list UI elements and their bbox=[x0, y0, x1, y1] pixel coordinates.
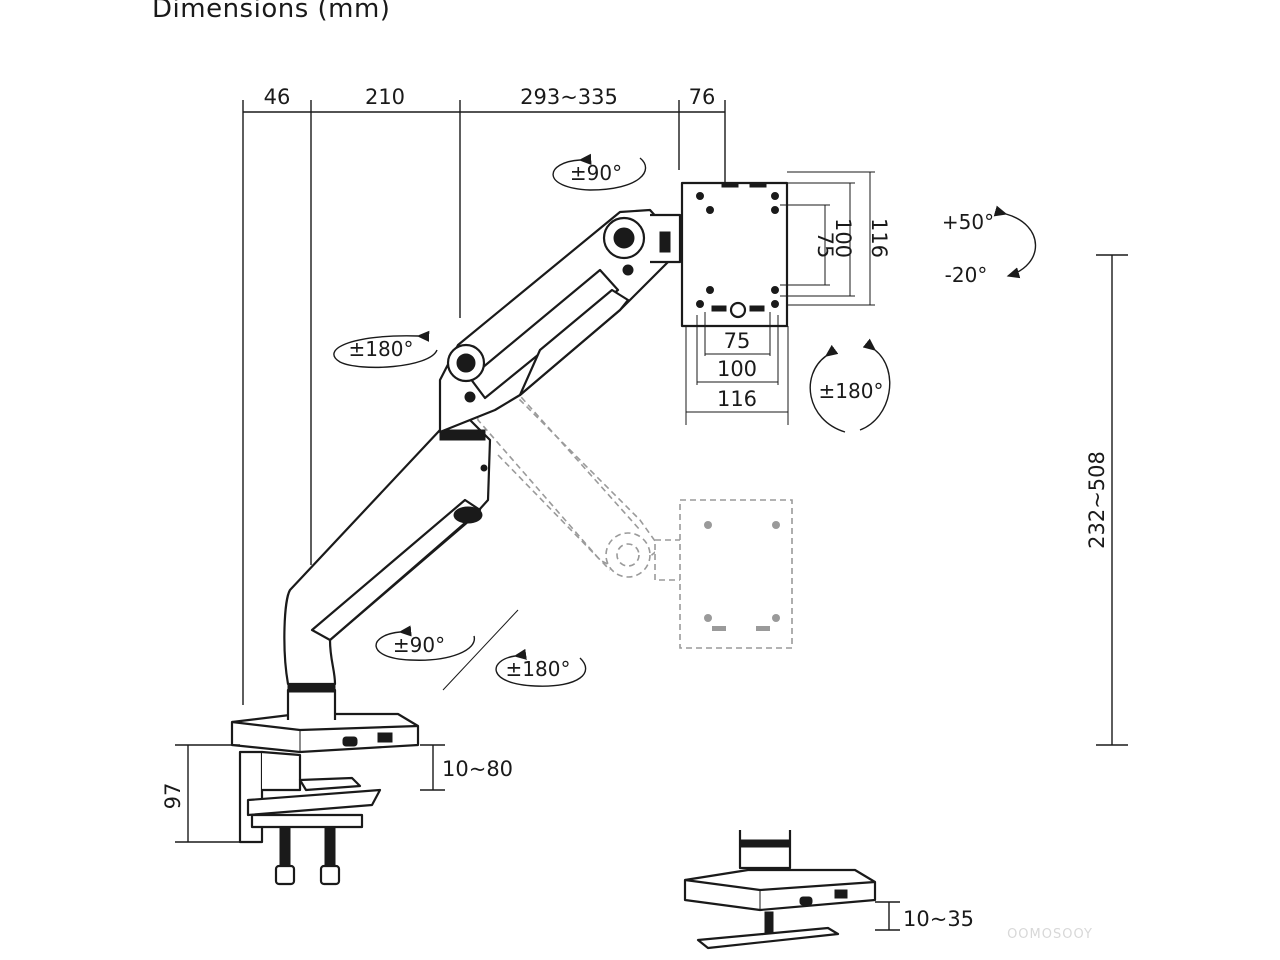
svg-text:±180°: ±180° bbox=[349, 337, 414, 361]
rotation-head-swivel: ±90° bbox=[552, 153, 647, 191]
tilt-up-label: +50° bbox=[942, 210, 994, 234]
ghost-arm-position bbox=[468, 347, 793, 649]
clamp-dimension-lines bbox=[175, 744, 445, 843]
dim-vesa-v-100: 100 bbox=[831, 218, 855, 258]
svg-text:±180°: ±180° bbox=[506, 657, 571, 681]
rotation-monitor: ±180° bbox=[809, 338, 891, 433]
svg-text:±90°: ±90° bbox=[570, 161, 622, 185]
dim-10-80: 10~80 bbox=[442, 757, 513, 781]
dim-height: 232~508 bbox=[1085, 451, 1109, 549]
clamp-base bbox=[230, 712, 420, 886]
dim-46: 46 bbox=[264, 85, 291, 109]
grommet-dimension-lines bbox=[875, 901, 900, 931]
dim-vesa-h-75: 75 bbox=[724, 329, 751, 353]
dim-vesa-h-116: 116 bbox=[717, 387, 757, 411]
dim-293-335: 293~335 bbox=[520, 85, 618, 109]
height-dimension-line bbox=[1096, 254, 1128, 746]
dim-vesa-h-100: 100 bbox=[717, 357, 757, 381]
rotation-tilt: +50° -20° bbox=[942, 205, 1037, 287]
rotation-base: ±180° bbox=[442, 609, 587, 691]
svg-text:±90°: ±90° bbox=[393, 633, 445, 657]
dim-97: 97 bbox=[161, 783, 185, 810]
dim-vesa-v-75: 75 bbox=[813, 232, 837, 259]
dim-210: 210 bbox=[365, 85, 405, 109]
page-title: Dimensions (mm) bbox=[152, 0, 391, 24]
dim-76: 76 bbox=[689, 85, 716, 109]
dim-vesa-v-116: 116 bbox=[867, 218, 891, 258]
dim-10-35: 10~35 bbox=[903, 907, 974, 931]
vesa-plate bbox=[680, 181, 789, 328]
vesa-horizontal-dimension-lines bbox=[685, 312, 789, 425]
watermark: OOMOSOOY bbox=[1007, 927, 1093, 942]
rotation-upper-arm: ±180° bbox=[333, 330, 438, 369]
vesa-vertical-dimension-lines bbox=[780, 171, 875, 306]
rotation-lower-arm: ±90° bbox=[375, 625, 475, 661]
tilt-down-label: -20° bbox=[945, 263, 988, 287]
top-dimension-lines bbox=[242, 100, 726, 705]
upper-arm bbox=[438, 208, 682, 434]
svg-text:±180°: ±180° bbox=[819, 379, 884, 403]
grommet-mount bbox=[683, 830, 877, 950]
lower-arm bbox=[283, 418, 492, 720]
